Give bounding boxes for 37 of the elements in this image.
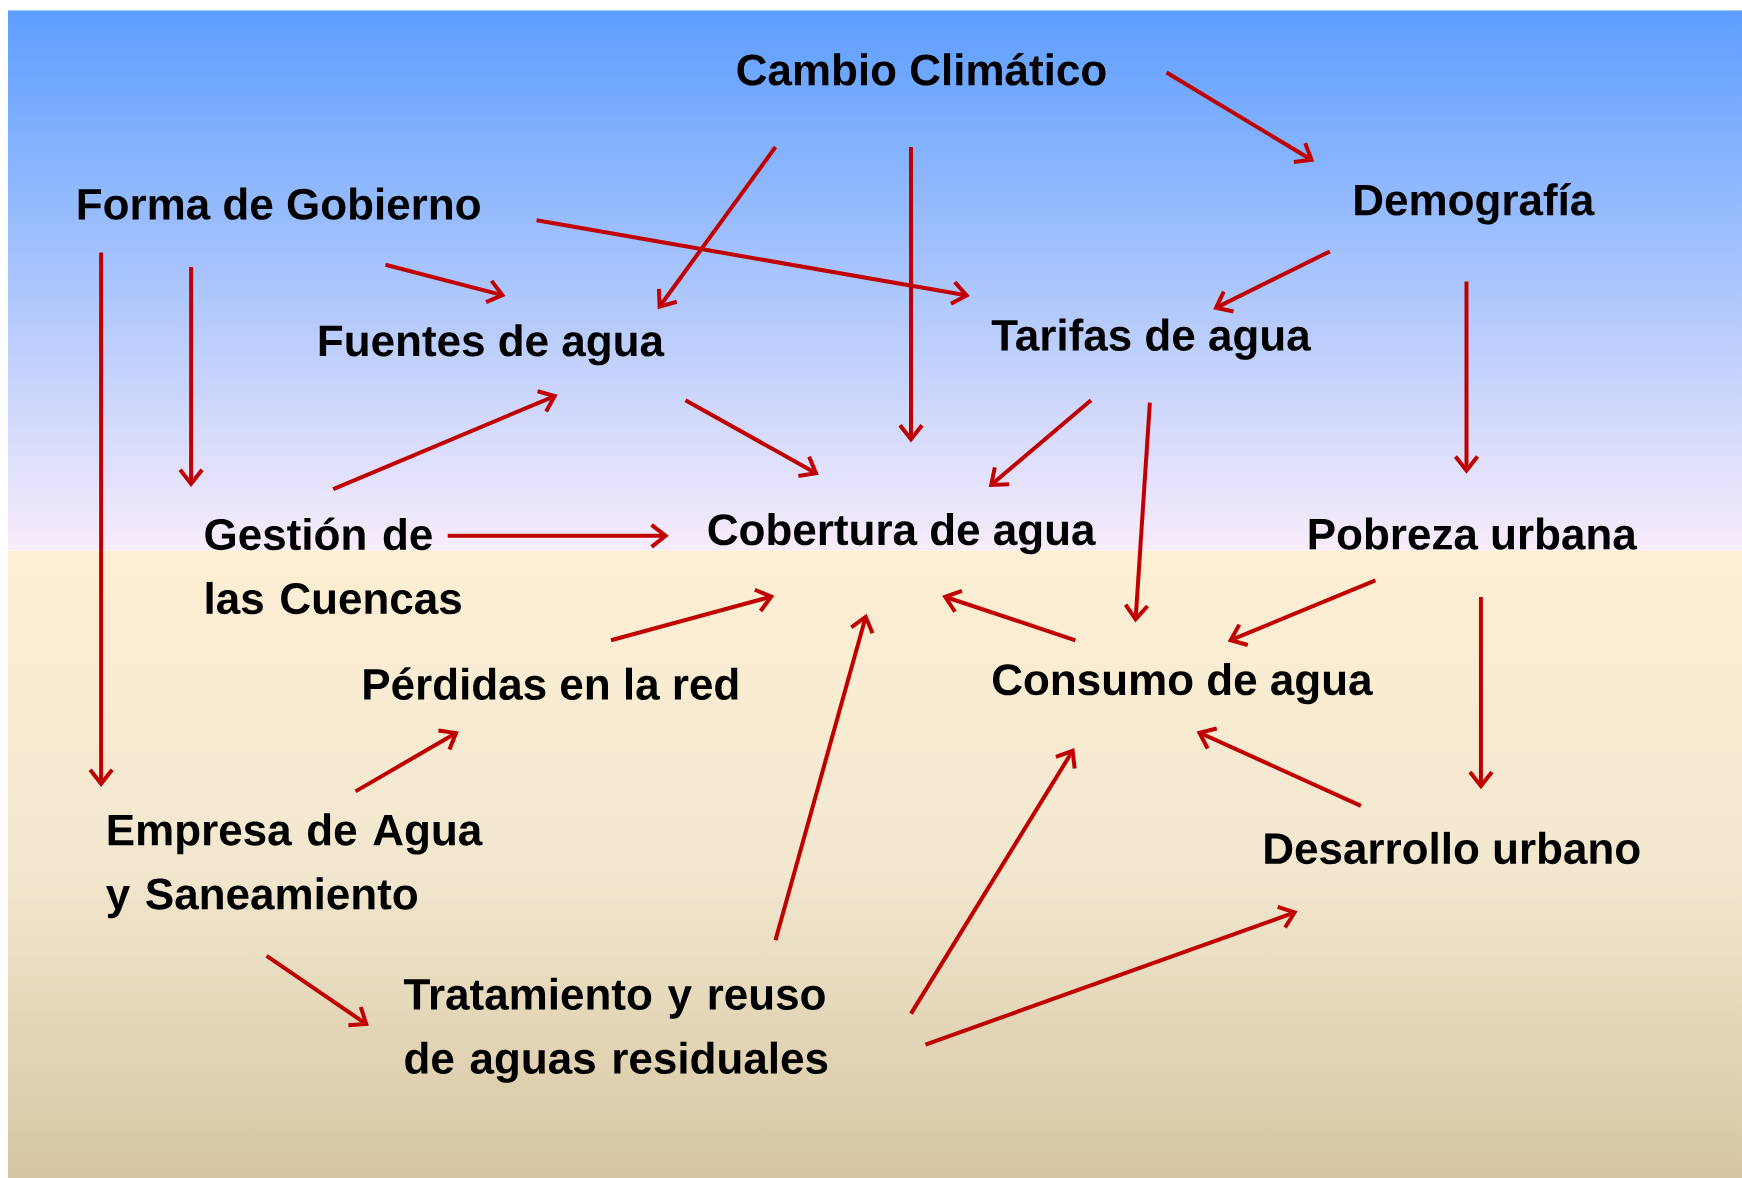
node-label: Fuentes de agua	[319, 324, 665, 366]
arrow	[1123, 402, 1152, 623]
arrow	[332, 389, 558, 492]
arrow	[354, 728, 459, 794]
arrow	[178, 267, 204, 487]
arrow	[909, 748, 1077, 1015]
node-label: Demografía	[1355, 182, 1595, 225]
arrow	[898, 147, 924, 443]
arrow	[684, 398, 819, 478]
arrow	[942, 588, 1077, 643]
arrow	[1196, 726, 1362, 808]
node-label: Empresa de Agua y Saneamiento	[106, 813, 483, 919]
arrow	[536, 218, 970, 306]
node-label: Tratamiento y reuso de aguas residuales	[404, 977, 828, 1083]
node-label: Cobertura de agua	[708, 513, 1096, 555]
arrow	[988, 398, 1093, 487]
arrow	[447, 523, 669, 549]
arrow	[610, 587, 775, 643]
arrow	[1453, 281, 1480, 474]
arrow	[1468, 596, 1494, 790]
arrow	[656, 145, 778, 310]
node-label: Gestión de las Cuencas	[205, 517, 461, 615]
arrow	[1227, 578, 1377, 647]
arrow	[265, 954, 369, 1028]
arrow	[385, 262, 506, 305]
arrow	[1165, 70, 1315, 164]
node-label: Desarrollo urbano	[1265, 831, 1640, 865]
arrow	[773, 613, 875, 941]
node-label: Pobreza urbana	[1309, 517, 1638, 550]
arrow	[88, 252, 114, 787]
node-label: Pérdidas en la red	[364, 667, 738, 700]
arrow	[924, 904, 1298, 1047]
node-label: Consumo de agua	[993, 663, 1373, 705]
arrow	[1213, 249, 1331, 314]
node-label: Cambio Climático	[737, 52, 1106, 86]
node-label: Forma de Gobierno	[78, 187, 480, 220]
node-label: Tarifas de agua	[991, 318, 1311, 360]
